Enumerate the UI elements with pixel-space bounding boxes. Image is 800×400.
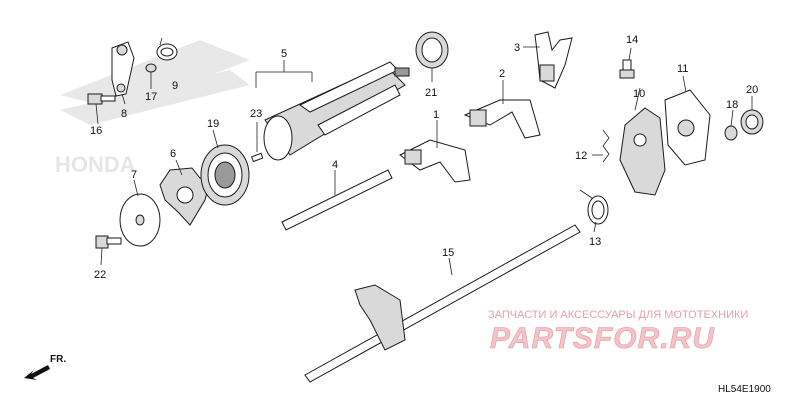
part-15-gearshift-spindle bbox=[304, 224, 581, 383]
part-20-bearing bbox=[740, 109, 764, 135]
part-8-stopper-arm bbox=[111, 41, 135, 97]
callout-13: 13 bbox=[589, 236, 601, 248]
callout-17: 17 bbox=[145, 91, 157, 103]
callout-10: 10 bbox=[633, 88, 645, 100]
arrow-icon bbox=[24, 365, 50, 380]
callout-12: 12 bbox=[575, 150, 587, 162]
part-2-shift-fork bbox=[463, 99, 541, 139]
callout-8: 8 bbox=[121, 108, 127, 120]
part-12-spring bbox=[602, 129, 610, 163]
callout-21: 21 bbox=[425, 87, 437, 99]
callout-11: 11 bbox=[677, 63, 688, 75]
callout-19: 19 bbox=[207, 118, 219, 130]
callout-15: 15 bbox=[442, 247, 454, 259]
part-3-shift-fork bbox=[534, 31, 573, 89]
leader-lines bbox=[95, 46, 753, 276]
part-9-spring bbox=[156, 37, 178, 61]
callout-1: 1 bbox=[433, 109, 439, 121]
part-14-bolt bbox=[619, 59, 635, 79]
callout-20: 20 bbox=[746, 84, 758, 96]
part-10-stopper-plate bbox=[619, 107, 666, 196]
part-6-drum-center bbox=[159, 167, 211, 226]
diagram-code: HL54E1900 bbox=[718, 384, 771, 395]
part-21-bearing bbox=[415, 31, 449, 69]
callout-4: 4 bbox=[332, 159, 338, 171]
callout-6: 6 bbox=[170, 148, 176, 160]
callout-16: 16 bbox=[90, 125, 102, 137]
callout-18: 18 bbox=[726, 99, 738, 111]
watermark: ЗАПЧАСТИ И АКСЕССУАРЫ ДЛЯ МОТОТЕХНИКИ PA… bbox=[488, 309, 748, 355]
part-17-washer bbox=[145, 63, 157, 73]
watermark-logo: PARTSFOR.RU bbox=[490, 322, 715, 355]
part-23-pin bbox=[250, 152, 264, 163]
callout-3: 3 bbox=[514, 42, 520, 54]
part-19-bearing bbox=[200, 144, 250, 206]
part-18-washer bbox=[724, 125, 738, 141]
part-1-shift-fork bbox=[399, 139, 471, 183]
part-11-guide-plate bbox=[664, 89, 711, 166]
callout-23: 23 bbox=[250, 108, 262, 120]
callout-9: 9 bbox=[172, 80, 178, 92]
front-direction-indicator: FR. bbox=[24, 354, 66, 380]
callout-5: 5 bbox=[281, 48, 287, 60]
part-22-bolt bbox=[95, 235, 122, 249]
part-7-plate bbox=[119, 193, 161, 247]
callout-14: 14 bbox=[626, 34, 638, 46]
part-4-fork-shaft bbox=[281, 169, 393, 231]
part-16-bolt bbox=[87, 93, 116, 105]
direction-label: FR. bbox=[50, 354, 66, 365]
watermark-caption: ЗАПЧАСТИ И АКСЕССУАРЫ ДЛЯ МОТОТЕХНИКИ bbox=[488, 309, 748, 321]
callout-22: 22 bbox=[94, 269, 106, 281]
part-13-return-spring bbox=[579, 189, 609, 225]
callout-numbers: 1 2 3 4 5 6 7 8 9 10 11 12 13 14 15 16 1… bbox=[90, 34, 758, 281]
callout-7: 7 bbox=[131, 169, 137, 181]
part-5-shift-drum bbox=[263, 61, 410, 161]
callout-2: 2 bbox=[499, 68, 505, 80]
background-brand-mark: HONDA bbox=[55, 40, 250, 177]
background-brand-text: HONDA bbox=[55, 152, 136, 177]
